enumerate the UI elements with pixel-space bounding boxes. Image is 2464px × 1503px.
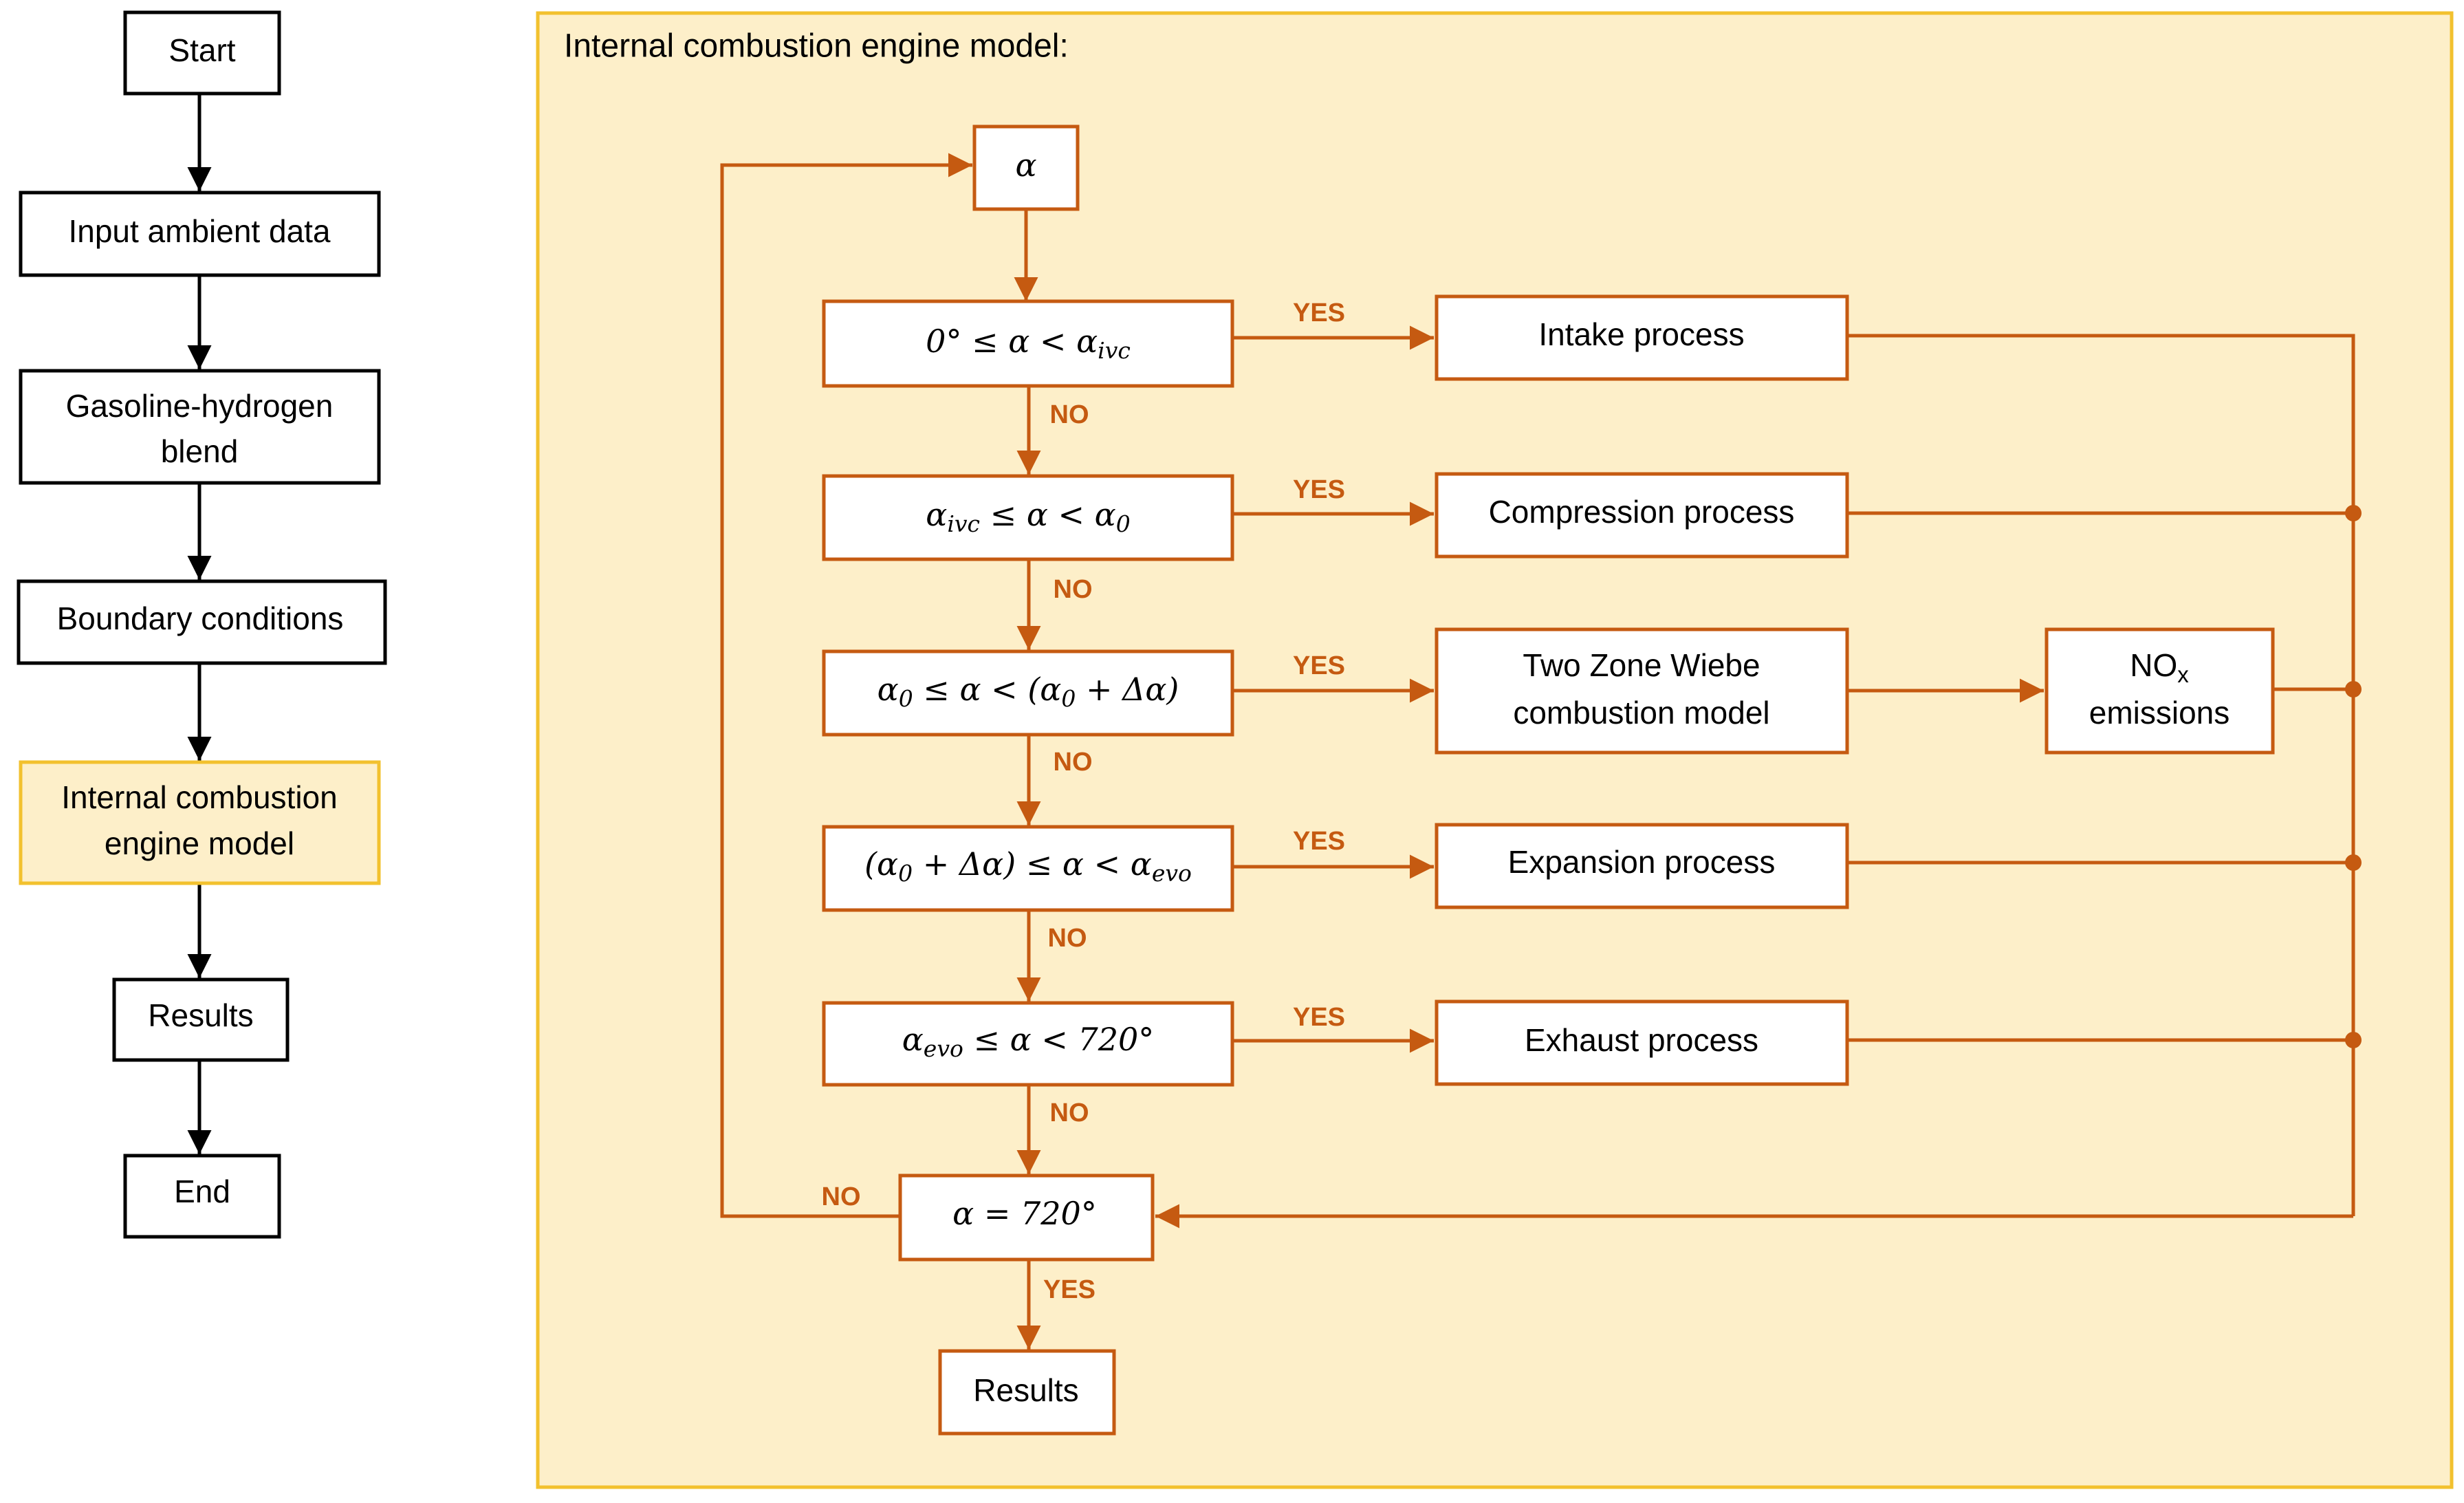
- junction-dot: [2345, 854, 2362, 871]
- junction-dot: [2345, 681, 2362, 698]
- yes-label: YES: [1293, 651, 1345, 680]
- no-label: NO: [1054, 575, 1093, 604]
- alpha-node: α: [972, 125, 1080, 211]
- junction-dot: [2345, 505, 2362, 521]
- no-label: NO: [1050, 400, 1089, 429]
- main-results-label: Results: [148, 997, 253, 1033]
- intake-process-node: Intake process: [1435, 294, 1849, 381]
- end-node: End: [123, 1154, 281, 1239]
- bus-junction-dots: [2345, 505, 2362, 1048]
- condition-combustion-range: α0 ≤ α < (α0 + Δα): [822, 649, 1234, 737]
- panel-title: Internal combustion engine model:: [564, 28, 1069, 65]
- condition-exhaust-range: αevo ≤ α < 720°: [822, 1001, 1234, 1087]
- intake-process-label: Intake process: [1538, 316, 1744, 352]
- condition-cycle-end-label: α = 720°: [952, 1195, 1097, 1232]
- engine-model-label-line2: engine model: [105, 825, 294, 861]
- expansion-process-label: Expansion process: [1508, 844, 1776, 880]
- compression-process-node: Compression process: [1435, 472, 1849, 559]
- expansion-process-node: Expansion process: [1435, 823, 1849, 909]
- start-node: Start: [123, 10, 281, 96]
- yes-label: YES: [1293, 827, 1345, 856]
- condition-expansion-range: (α0 + Δα) ≤ α < αevo: [822, 825, 1234, 912]
- condition-compression-range-label: αivc ≤ α < α0: [926, 496, 1130, 537]
- no-label: NO: [1048, 924, 1087, 953]
- alpha-label: α: [1015, 147, 1036, 184]
- start-label: Start: [168, 32, 235, 68]
- line-intake-to-bus: [1847, 334, 2355, 1216]
- branch-labels: YES YES YES YES YES YES NO NO NO NO NO N…: [822, 299, 1346, 1304]
- condition-combustion-range-label: α0 ≤ α < (α0 + Δα): [877, 671, 1179, 712]
- blend-label-line1: Gasoline-hydrogen: [66, 388, 334, 424]
- arrow-loop-back-to-alpha: [720, 153, 972, 1218]
- boundary-conditions-node: Boundary conditions: [17, 579, 387, 665]
- engine-model-label-line1: Internal combustion: [61, 779, 337, 815]
- panel-results-node: Results: [938, 1349, 1116, 1436]
- panel-results-label: Results: [973, 1372, 1078, 1408]
- exhaust-process-node: Exhaust process: [1435, 999, 1849, 1086]
- engine-model-node: Internal combustion engine model: [19, 760, 381, 885]
- junction-dot: [2345, 1032, 2362, 1048]
- wiebe-label-line1: Two Zone Wiebe: [1523, 647, 1760, 683]
- exhaust-process-label: Exhaust process: [1525, 1022, 1758, 1058]
- no-label: NO: [1050, 1099, 1089, 1127]
- nox-label-line1: NOx: [2130, 647, 2189, 687]
- main-results-node: Results: [112, 977, 290, 1062]
- blend-label-line2: blend: [161, 433, 239, 469]
- input-ambient-data-node: Input ambient data: [19, 191, 381, 277]
- condition-compression-range: αivc ≤ α < α0: [822, 474, 1234, 561]
- no-loop-label: NO: [822, 1182, 861, 1211]
- condition-cycle-end: α = 720°: [898, 1174, 1155, 1262]
- condition-expansion-range-label: (α0 + Δα) ≤ α < αevo: [864, 845, 1192, 887]
- wiebe-label-line2: combustion model: [1513, 695, 1769, 731]
- yes-label: YES: [1043, 1275, 1095, 1304]
- no-label: NO: [1054, 748, 1093, 777]
- compression-process-label: Compression process: [1489, 494, 1795, 530]
- yes-label: YES: [1293, 475, 1345, 504]
- gasoline-hydrogen-blend-node: Gasoline-hydrogen blend: [19, 369, 381, 485]
- condition-intake-range-label: 0° ≤ α < αivc: [926, 323, 1131, 364]
- input-ambient-data-label: Input ambient data: [68, 213, 330, 249]
- wiebe-combustion-node: Two Zone Wiebe combustion model: [1435, 627, 1849, 755]
- condition-intake-range: 0° ≤ α < αivc: [822, 299, 1234, 388]
- nox-label-line2: emissions: [2089, 695, 2230, 731]
- nox-emissions-node: NOx emissions: [2045, 627, 2275, 755]
- yes-label: YES: [1293, 299, 1345, 327]
- end-label: End: [174, 1174, 230, 1209]
- condition-exhaust-range-label: αevo ≤ α < 720°: [902, 1021, 1155, 1062]
- boundary-conditions-label: Boundary conditions: [57, 601, 344, 636]
- yes-label: YES: [1293, 1003, 1345, 1032]
- panel-connectors: [720, 153, 2355, 1350]
